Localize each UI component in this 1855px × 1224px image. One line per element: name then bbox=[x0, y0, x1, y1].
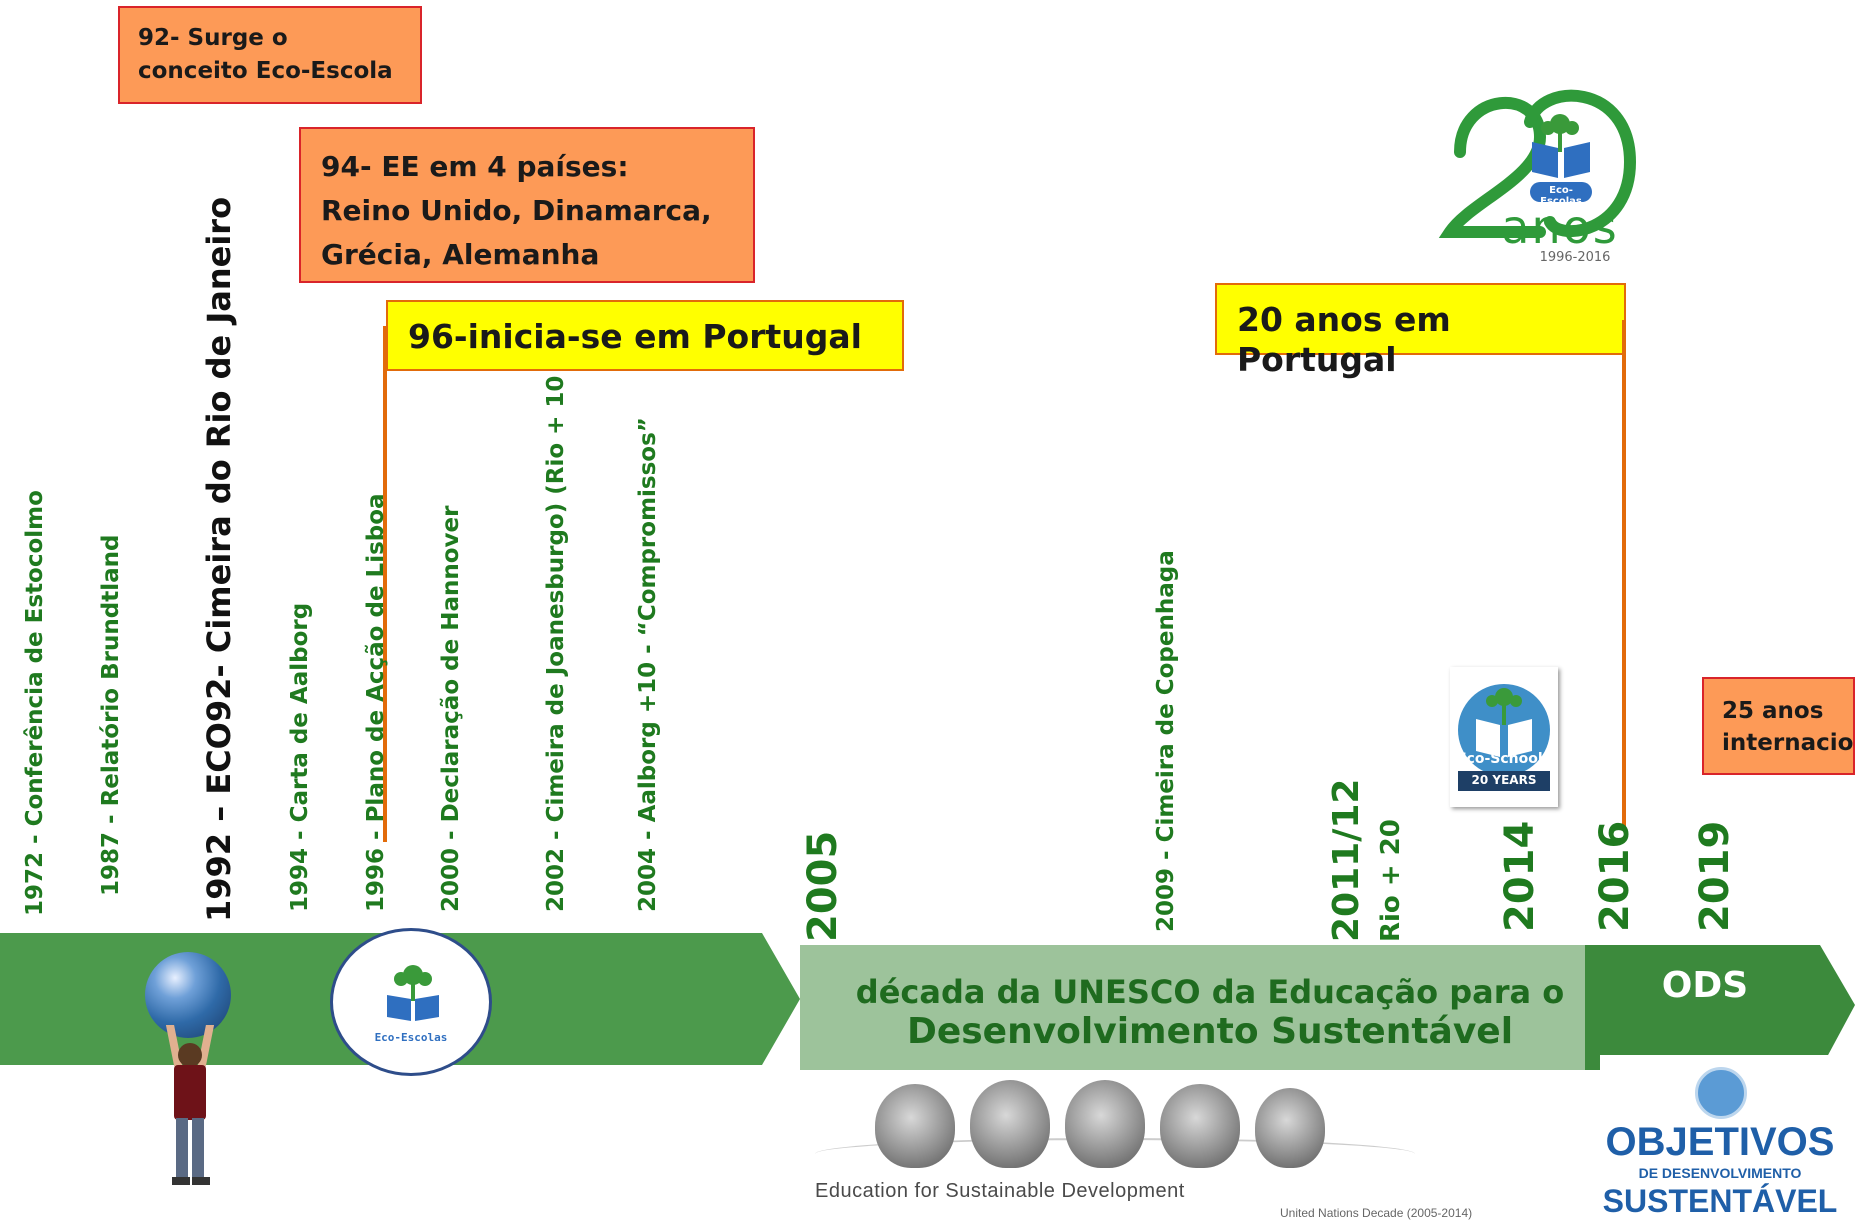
un-emblem-icon bbox=[1695, 1067, 1747, 1119]
esd-photo-strip bbox=[815, 1078, 1435, 1178]
person-holding-globe-icon bbox=[166, 1025, 214, 1185]
eco-schools-globe-icon bbox=[1458, 684, 1550, 791]
callout-1994: 94- EE em 4 países: Reino Unido, Dinamar… bbox=[299, 127, 755, 283]
ods-label: ODS bbox=[1661, 965, 1749, 1006]
esd-photo-3 bbox=[1065, 1080, 1145, 1168]
callout-25-line1: 25 anos bbox=[1722, 698, 1824, 724]
twenty-logo-graphic bbox=[1438, 89, 1637, 238]
callout-1994-line3: Grécia, Alemanha bbox=[321, 238, 600, 271]
esd-photo-2 bbox=[970, 1080, 1050, 1168]
eco-escolas-circle-logo: Eco-Escolas bbox=[330, 928, 492, 1076]
twenty-logo-word: anos bbox=[1501, 200, 1619, 254]
arrow-unesco-decade bbox=[800, 945, 1622, 1070]
year-2019: 2019 bbox=[1692, 820, 1738, 932]
twenty-logo-brand: Eco-Escolas bbox=[1540, 185, 1582, 207]
ods-logo: OBJETIVOS DE DESENVOLVIMENTO SUSTENTÁVEL bbox=[1600, 1055, 1840, 1224]
ods-word1: OBJETIVOS bbox=[1605, 1120, 1835, 1164]
callout-25-anos: 25 anos internacio bbox=[1702, 677, 1855, 775]
year-2016: 2016 bbox=[1592, 820, 1638, 932]
connector-2016 bbox=[1622, 320, 1626, 828]
callout-1992-text: 92- Surge o conceito Eco-Escola bbox=[138, 25, 393, 84]
esd-photo-1 bbox=[875, 1084, 955, 1168]
callout-20-anos: 20 anos em Portugal bbox=[1215, 283, 1626, 379]
ods-word2: DE DESENVOLVIMENTO bbox=[1638, 1165, 1802, 1181]
event-1994: 1994 - Carta de Aalborg bbox=[287, 602, 313, 912]
unesco-decade-text: década da UNESCO da Educação para o Dese… bbox=[830, 973, 1590, 1053]
twenty-logo-dates: 1996-2016 bbox=[1539, 250, 1611, 265]
callout-1994-line1: 94- EE em 4 países: bbox=[321, 150, 629, 183]
globe-icon bbox=[145, 952, 231, 1038]
esd-title: Education for Sustainable Development bbox=[815, 1180, 1185, 1202]
event-1987: 1987 - Relatório Brundtland bbox=[98, 534, 124, 896]
eco-escolas-20-anos-logo: Eco-Escolas anos 1996-2016 bbox=[1430, 82, 1640, 272]
eco-escolas-small-label: Eco-Escolas bbox=[374, 1031, 448, 1044]
year-2011-12: 2011/12 bbox=[1326, 778, 1367, 942]
unesco-line1: década da UNESCO da Educação para o bbox=[855, 973, 1565, 1011]
connector-1996 bbox=[383, 326, 387, 842]
ods-word3: SUSTENTÁVEL bbox=[1602, 1183, 1838, 1219]
event-1992: 1992 – ECO92- Cimeira do Rio de Janeiro bbox=[200, 196, 238, 922]
unesco-line2: Desenvolvimento Sustentável bbox=[906, 1011, 1514, 1052]
tree-book-icon bbox=[387, 965, 439, 1021]
event-1996: 1996 - Plano de Acção de Lisboa bbox=[363, 493, 389, 912]
callout-1994-line2: Reino Unido, Dinamarca, bbox=[321, 194, 712, 227]
esd-photo-4 bbox=[1160, 1084, 1240, 1168]
esd-photo-5 bbox=[1255, 1088, 1325, 1168]
callout-20-anos-text: 20 anos em Portugal bbox=[1237, 300, 1451, 379]
callout-1996: 96-inicia-se em Portugal bbox=[386, 300, 904, 371]
event-2002: 2002 - Cimeira de Joanesburgo) (Rio + 10 bbox=[543, 375, 569, 912]
eco-schools-years: 20 YEARS bbox=[1471, 773, 1537, 787]
rio-plus-20: Rio + 20 bbox=[1376, 819, 1406, 942]
callout-1996-text: 96-inicia-se em Portugal bbox=[408, 317, 862, 356]
callout-25-line2: internacio bbox=[1722, 730, 1854, 756]
year-2014: 2014 bbox=[1497, 820, 1543, 932]
callout-1992: 92- Surge o conceito Eco-Escola bbox=[118, 6, 422, 104]
eco-schools-20-years-logo: Eco-Schools 20 YEARS bbox=[1450, 667, 1558, 807]
event-2000: 2000 - Declaração de Hannover bbox=[438, 505, 464, 912]
arrow-ods bbox=[1585, 945, 1855, 1070]
event-1972: 1972 - Conferência de Estocolmo bbox=[22, 490, 48, 916]
esd-subtitle: United Nations Decade (2005-2014) bbox=[1280, 1206, 1473, 1220]
event-2009: 2009 - Cimeira de Copenhaga bbox=[1153, 550, 1179, 932]
event-2004: 2004 - Aalborg +10 - “Compromissos” bbox=[635, 417, 661, 912]
eco-schools-brand: Eco-Schools bbox=[1456, 751, 1551, 767]
